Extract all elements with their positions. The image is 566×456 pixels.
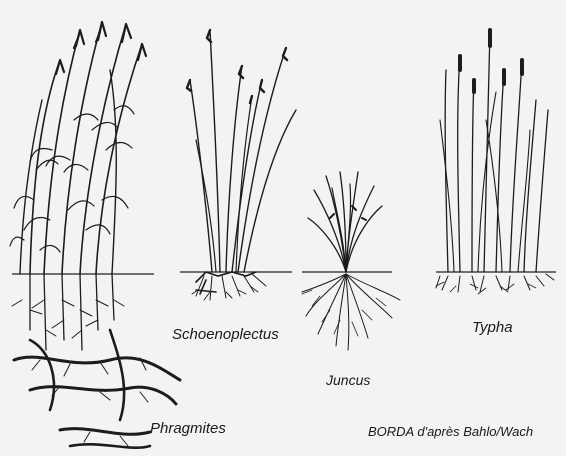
source-credit: BORDA d'après Bahlo/Wach — [368, 424, 533, 439]
juncus-label: Juncus — [326, 372, 370, 388]
schoenoplectus-label: Schoenoplectus — [172, 326, 279, 343]
schoenoplectus-plant — [187, 30, 296, 300]
typha-plant — [436, 30, 554, 294]
phragmites-label: Phragmites — [150, 420, 226, 437]
juncus-plant — [302, 172, 400, 350]
typha-label: Typha — [472, 319, 513, 336]
ground-lines — [12, 272, 556, 274]
phragmites-plant — [10, 22, 180, 448]
